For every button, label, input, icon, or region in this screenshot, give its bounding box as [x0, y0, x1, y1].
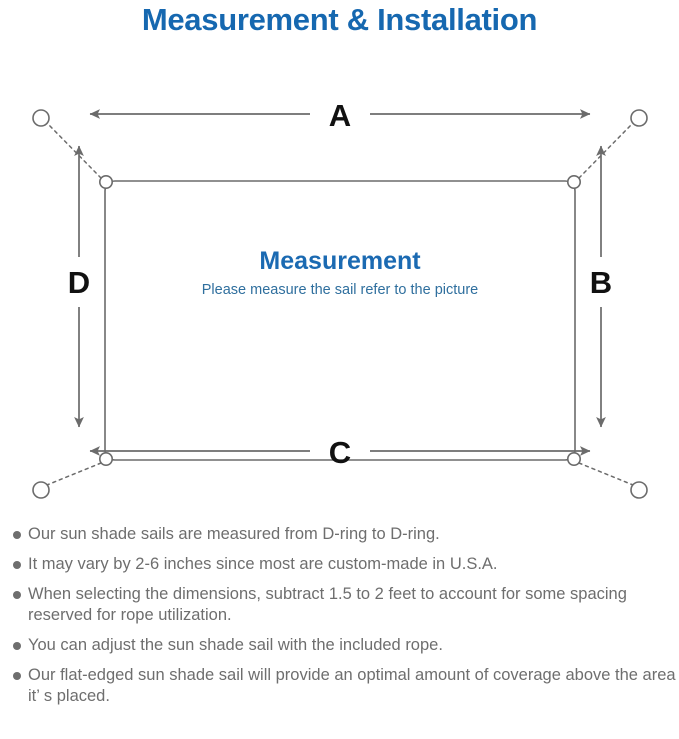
d-ring-bottom-left-icon: [99, 451, 114, 466]
list-item: You can adjust the sun shade sail with t…: [0, 635, 679, 656]
list-item: When selecting the dimensions, subtract …: [0, 584, 679, 626]
anchor-ring-bottom-right-icon: [630, 481, 648, 499]
rope-bottom-right: [578, 462, 634, 486]
dimension-label-d: D: [68, 265, 90, 300]
note-text: Our sun shade sails are measured from D-…: [28, 525, 440, 543]
bullet-icon: [13, 642, 21, 650]
bullet-icon: [13, 561, 21, 569]
list-item: Our sun shade sails are measured from D-…: [0, 524, 679, 545]
anchor-ring-bottom-left-icon: [32, 481, 50, 499]
dimension-label-a: A: [329, 98, 351, 133]
list-item: Our flat-edged sun shade sail will provi…: [0, 665, 679, 707]
rope-bottom-left: [46, 462, 102, 486]
note-text: When selecting the dimensions, subtract …: [28, 585, 627, 624]
d-ring-top-right-icon: [566, 175, 581, 190]
diagram-center-heading: Measurement: [259, 247, 421, 275]
rope-top-left: [46, 122, 102, 179]
note-text: It may vary by 2-6 inches since most are…: [28, 555, 498, 573]
anchor-ring-top-right-icon: [630, 109, 648, 127]
bullet-icon: [13, 531, 21, 539]
dimension-label-c: C: [329, 435, 351, 470]
dimension-label-b: B: [590, 265, 612, 300]
rope-top-right: [578, 122, 634, 179]
d-ring-bottom-right-icon: [566, 451, 581, 466]
note-text: Our flat-edged sun shade sail will provi…: [28, 666, 676, 705]
diagram-center-subheading: Please measure the sail refer to the pic…: [202, 282, 478, 298]
anchor-ring-top-left-icon: [32, 109, 50, 127]
bullet-icon: [13, 672, 21, 680]
sail-outline: [104, 180, 576, 461]
page-title: Measurement & Installation: [141, 2, 538, 37]
shade-sail-measurement-diagram: A C D B Measurement Please measure the s…: [0, 42, 679, 522]
d-ring-top-left-icon: [99, 175, 114, 190]
list-item: It may vary by 2-6 inches since most are…: [0, 554, 679, 575]
notes-list: Our sun shade sails are measured from D-…: [0, 524, 679, 739]
note-text: You can adjust the sun shade sail with t…: [28, 636, 443, 654]
bullet-icon: [13, 591, 21, 599]
